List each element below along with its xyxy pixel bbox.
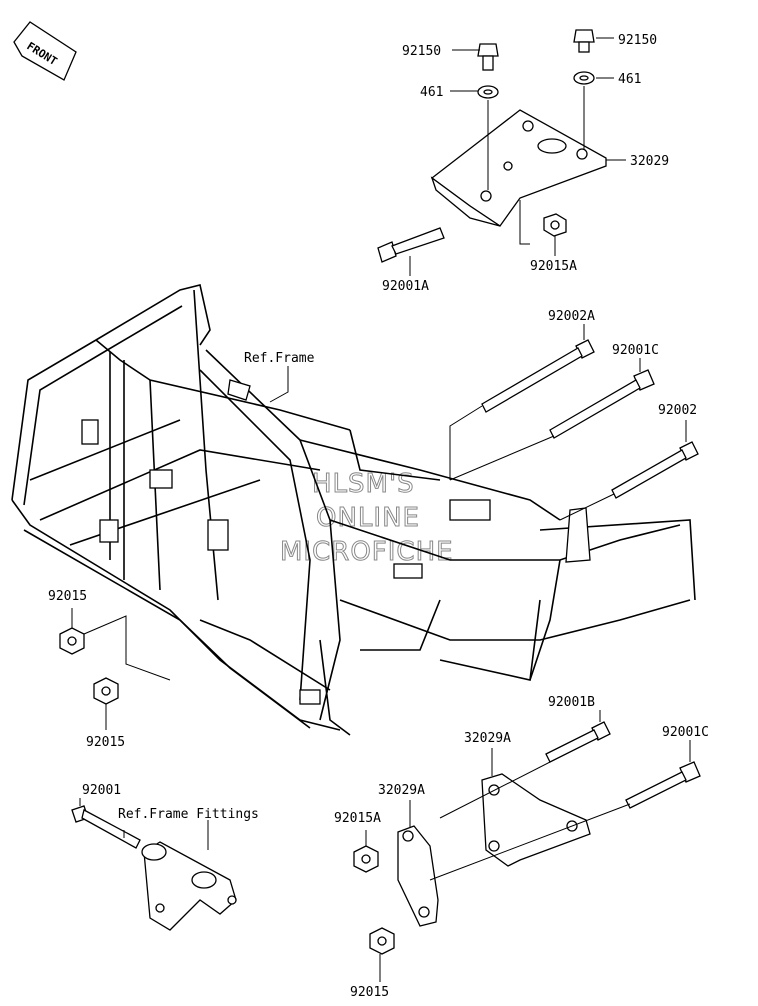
label-92150-right: 92150 — [618, 33, 657, 48]
label-92002: 92002 — [658, 403, 697, 418]
washer-461-right — [573, 71, 595, 85]
label-92015A-top: 92015A — [530, 259, 577, 274]
label-92150-left: 92150 — [402, 44, 441, 59]
label-ref-frame: Ref.Frame — [244, 351, 315, 366]
label-461-left: 461 — [420, 85, 443, 100]
bracket-32029A-left — [397, 825, 439, 927]
part-labels: 92150 92150 461 461 32029 92001A 92015A … — [48, 33, 709, 1000]
label-92001: 92001 — [82, 783, 121, 798]
label-92001A: 92001A — [382, 279, 429, 294]
label-92001C-bottom: 92001C — [662, 725, 709, 740]
bolt-92001C-top — [549, 369, 655, 439]
label-92015-bottom: 92015 — [350, 985, 389, 1000]
label-92015A-bottom: 92015A — [334, 811, 381, 826]
bolt-92001 — [71, 805, 141, 849]
washer-461-left — [477, 85, 499, 99]
bracket-32029A-right — [481, 773, 591, 867]
label-92002A: 92002A — [548, 309, 595, 324]
nut-92015-bottom — [369, 927, 395, 955]
bolt-92002A — [481, 339, 595, 413]
bolt-92150-right — [573, 29, 595, 53]
label-32029A-left: 32029A — [378, 783, 425, 798]
label-92001B: 92001B — [548, 695, 595, 710]
label-32029A-right: 32029A — [464, 731, 511, 746]
bolt-92002 — [611, 441, 699, 499]
nut-92015-left-bottom — [93, 677, 119, 705]
label-461-right: 461 — [618, 72, 641, 87]
bracket-32029 — [430, 109, 607, 227]
nut-92015-left-top — [59, 627, 85, 655]
bolt-92001C-bottom — [625, 761, 701, 809]
watermark-line-2: ONLINE — [316, 503, 420, 533]
front-badge: FRONT — [13, 21, 77, 81]
label-ref-frame-fittings: Ref.Frame Fittings — [118, 807, 259, 822]
main-frame — [11, 284, 696, 736]
leader-lines — [71, 37, 691, 982]
label-32029: 32029 — [630, 154, 669, 169]
watermark-line-1: HLSM'S — [312, 469, 415, 499]
label-92001C-top: 92001C — [612, 343, 659, 358]
bolt-92150-left — [477, 43, 499, 71]
label-92015-left-top: 92015 — [48, 589, 87, 604]
frame-fittings — [141, 841, 237, 931]
nut-92015A-top — [543, 213, 567, 237]
nut-92015A-bottom — [353, 845, 379, 873]
label-92015-left-bottom: 92015 — [86, 735, 125, 750]
bolt-92001B — [545, 721, 611, 763]
bolt-92001A — [377, 227, 445, 263]
